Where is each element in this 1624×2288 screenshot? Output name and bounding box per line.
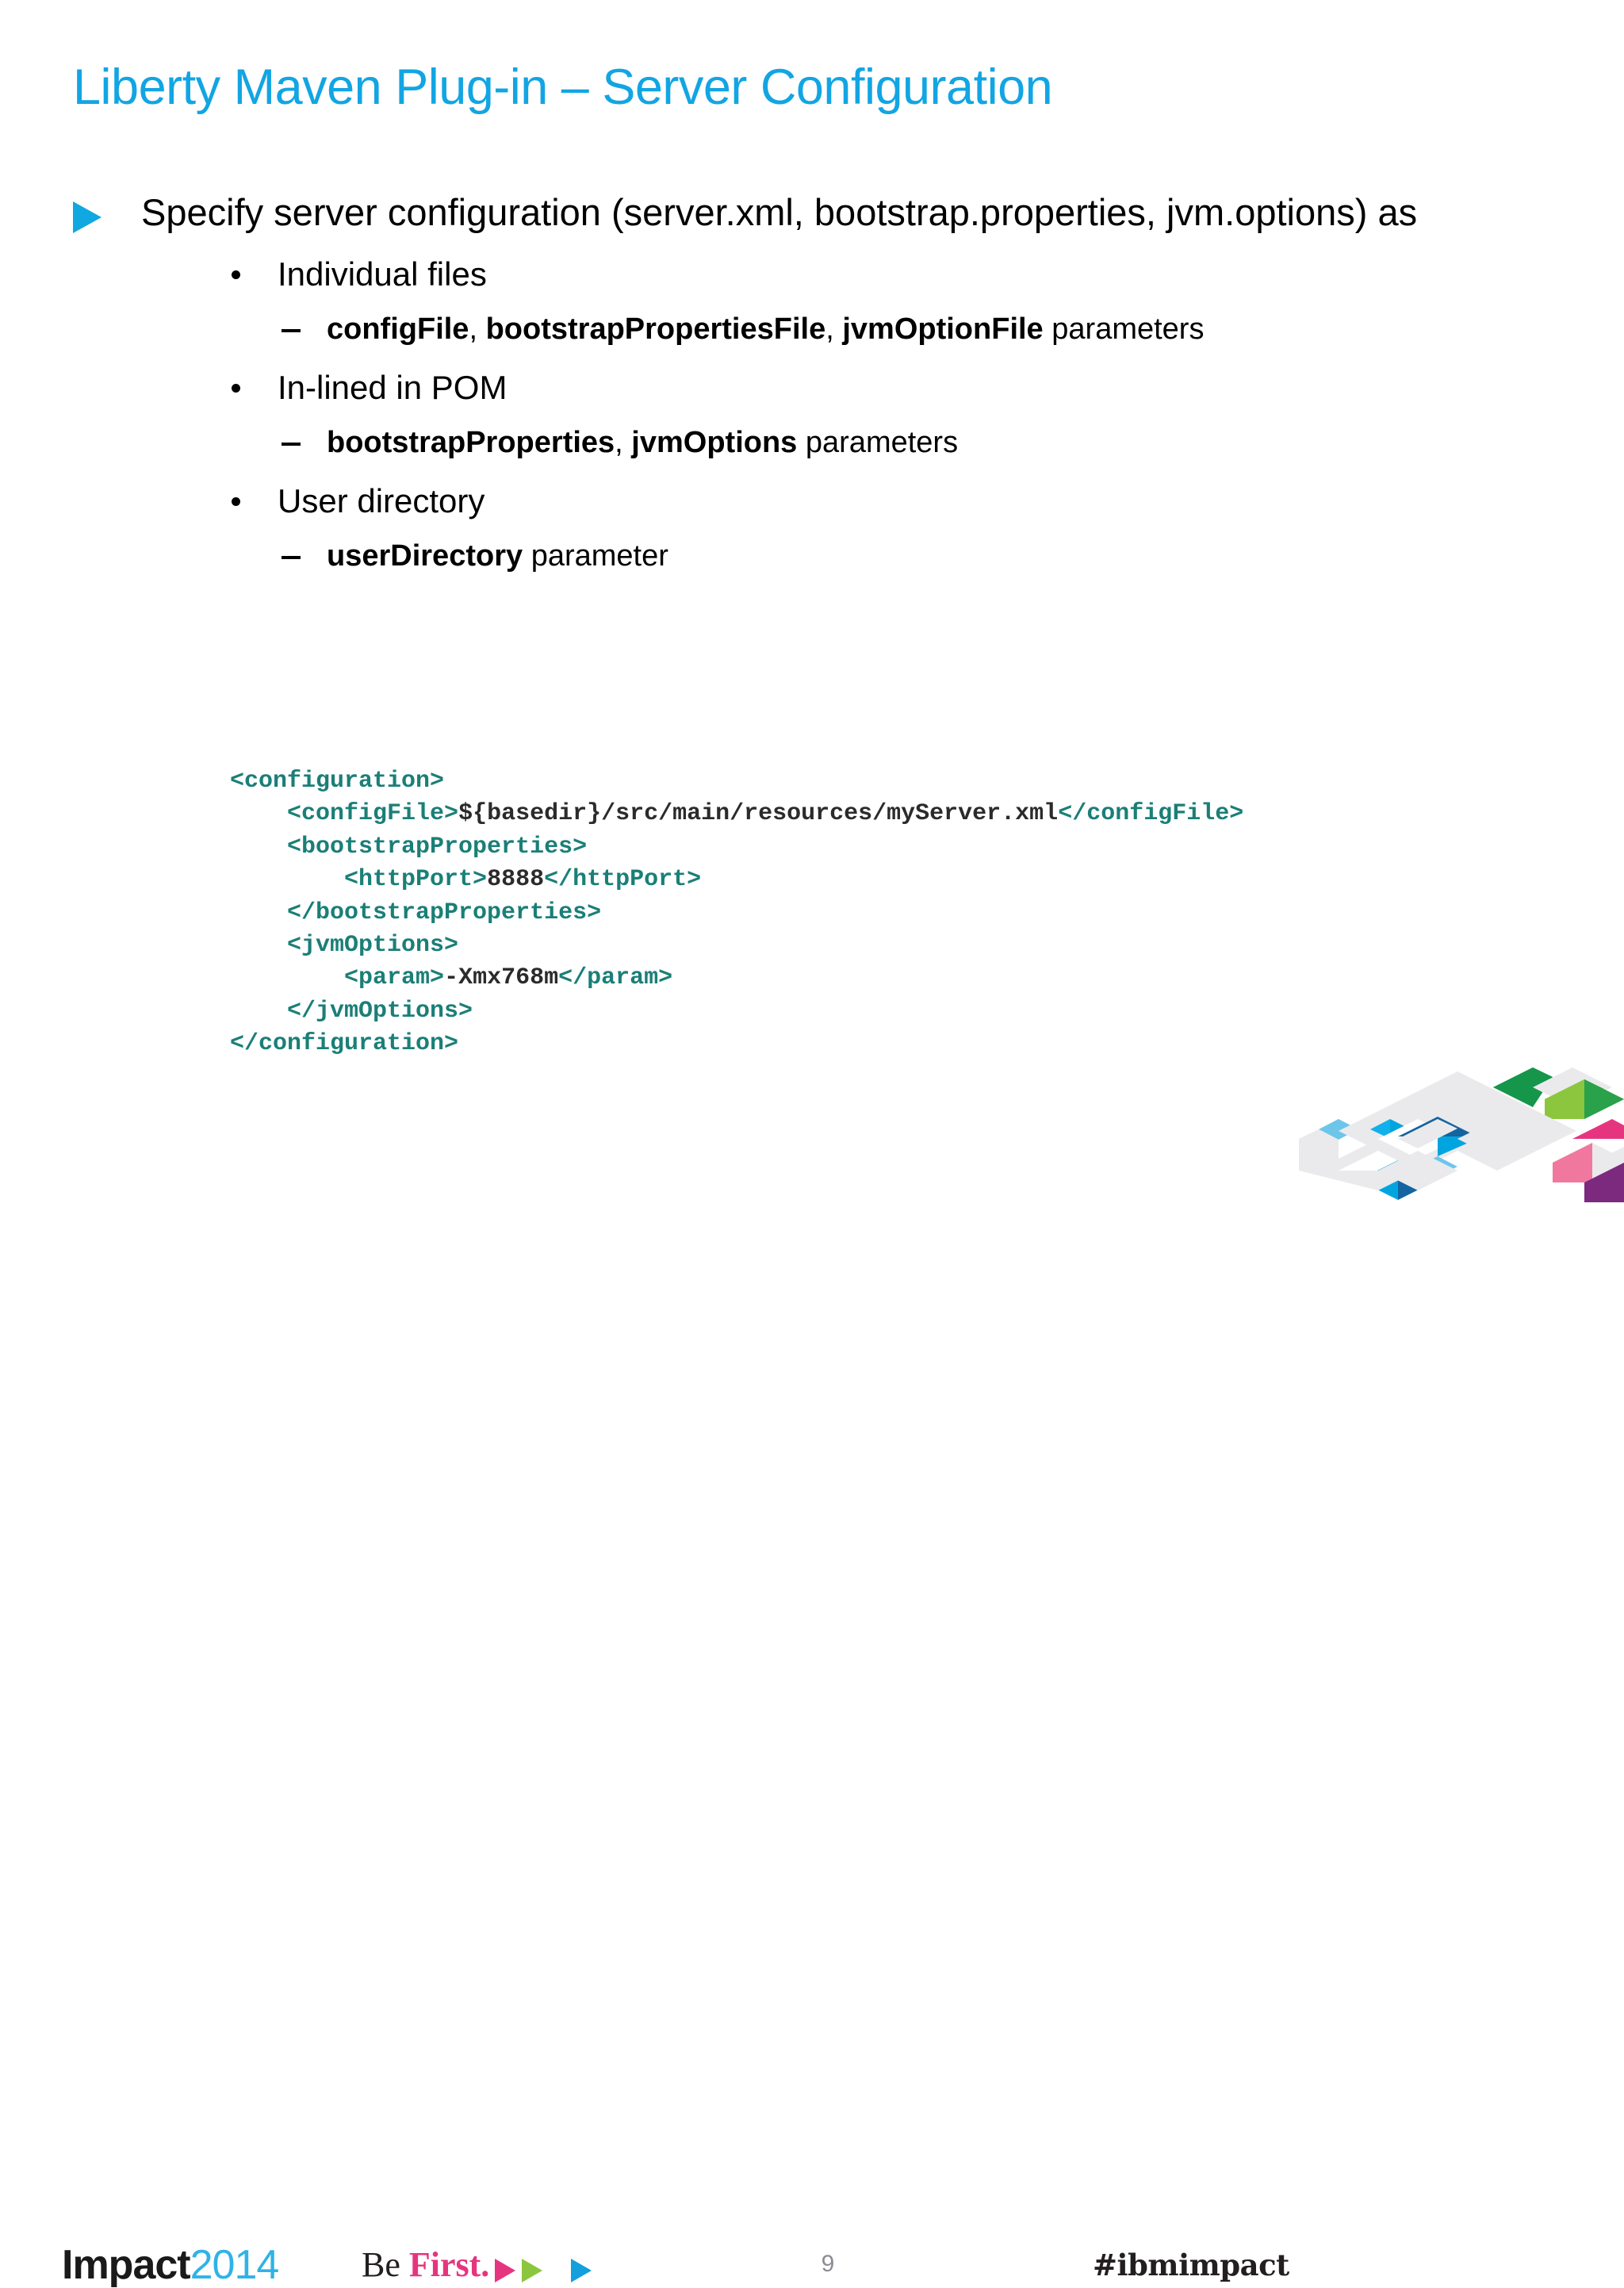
page-title: Liberty Maven Plug-in – Server Configura… [73,59,1053,115]
arrow-right-green-icon [522,2259,542,2282]
dot-bullet-icon [232,497,240,507]
bullet-level2-individual-files: Individual files [0,253,1624,297]
logo-year: 2014 [190,2242,280,2288]
xml-tag: <param> [344,964,445,992]
xml-tag: </bootstrapProperties> [287,899,602,926]
triangle-bullet-icon [73,201,102,233]
params-trailing-label: parameters [805,425,959,459]
arrow-right-blue-icon [571,2259,592,2282]
code-line: <jvmOptions> [230,929,1243,962]
xml-tag: </jvmOptions> [287,997,473,1025]
tagline-be: Be [362,2245,409,2284]
params-trailing-word [1044,312,1052,346]
param-jvmoptionfile: jvmOptionFile [842,312,1044,346]
comma-separator: , [615,425,632,459]
xml-tag: </configFile> [1058,800,1244,828]
comma-separator: , [825,312,843,346]
bullet-list: Specify server configuration (server.xml… [0,189,1624,576]
dash-bullet-icon [282,555,301,559]
bullet-level2-user-directory: User directory [0,480,1624,523]
xml-tag: </configuration> [230,1030,459,1058]
code-line: <bootstrapProperties> [230,831,1243,864]
xml-tag: <httpPort> [344,866,488,894]
logo-word: Impact [62,2242,191,2288]
ibm-impact-triangle-decoration [1299,1067,1624,1202]
bullet-level3-file-params: configFile, bootstrapPropertiesFile, jvm… [0,310,1624,349]
params-trailing-label: parameters [1051,312,1205,346]
params-trailing-word [523,539,531,573]
xml-tag: <configFile> [287,800,459,828]
code-line: <param>-Xmx768m</param> [230,962,1243,995]
tagline-arrows [495,2259,592,2282]
dot-bullet-icon [232,270,240,280]
code-line: <configuration> [230,765,1243,798]
bullet-level2-text: User directory [278,482,485,520]
param-configfile: configFile [327,312,469,346]
impact-2014-logo: Impact2014 [62,2242,280,2288]
tagline-first: First. [408,2245,490,2284]
xml-value: 8888 [487,866,545,894]
param-bootstrappropertiesfile: bootstrapPropertiesFile [485,312,826,346]
code-line: <configFile>${basedir}/src/main/resource… [230,798,1243,830]
bullet-level3-inline-params: bootstrapProperties, jvmOptions paramete… [0,423,1624,462]
params-trailing-word [797,426,806,459]
dot-bullet-icon [232,384,240,393]
bullet-level1-text: Specify server configuration (server.xml… [141,191,1418,233]
page-number: 9 [821,2251,835,2277]
bullet-level2-text: In-lined in POM [278,369,508,407]
xml-tag: <configuration> [230,768,445,795]
xml-tag: </httpPort> [544,866,702,894]
dash-bullet-icon [282,328,301,332]
be-first-tagline: Be First. [362,2248,489,2282]
bullet-level2-text: Individual files [278,255,487,293]
code-line: </jvmOptions> [230,995,1243,1028]
param-jvmoptions: jvmOptions [631,425,798,459]
comma-separator: , [469,312,486,346]
code-line: </configuration> [230,1028,1243,1060]
xml-code-sample: <configuration> <configFile>${basedir}/s… [230,765,1243,1061]
slide-footer: Impact2014 Be First. 9 #ibmimpact [0,1067,1624,2286]
params-trailing-label: parameter [530,538,668,573]
bullet-level3-userdirectory-param: userDirectory parameter [0,537,1624,576]
event-hashtag: #ibmimpact [1093,2248,1289,2282]
xml-value: -Xmx768m [444,964,559,992]
param-userdirectory: userDirectory [327,538,523,573]
xml-tag: <jvmOptions> [287,931,459,959]
slide-canvas: Liberty Maven Plug-in – Server Configura… [0,59,1624,2286]
dash-bullet-icon [282,442,301,446]
arrow-right-pink-icon [495,2259,515,2282]
code-line: </bootstrapProperties> [230,897,1243,929]
bullet-level1: Specify server configuration (server.xml… [0,189,1624,236]
xml-value: ${basedir}/src/main/resources/myServer.x… [458,800,1059,828]
xml-tag: <bootstrapProperties> [287,833,588,860]
param-bootstrapproperties: bootstrapProperties [327,425,615,459]
bullet-level2-inlined-pom: In-lined in POM [0,366,1624,410]
code-line: <httpPort>8888</httpPort> [230,864,1243,896]
xml-tag: </param> [558,964,673,992]
